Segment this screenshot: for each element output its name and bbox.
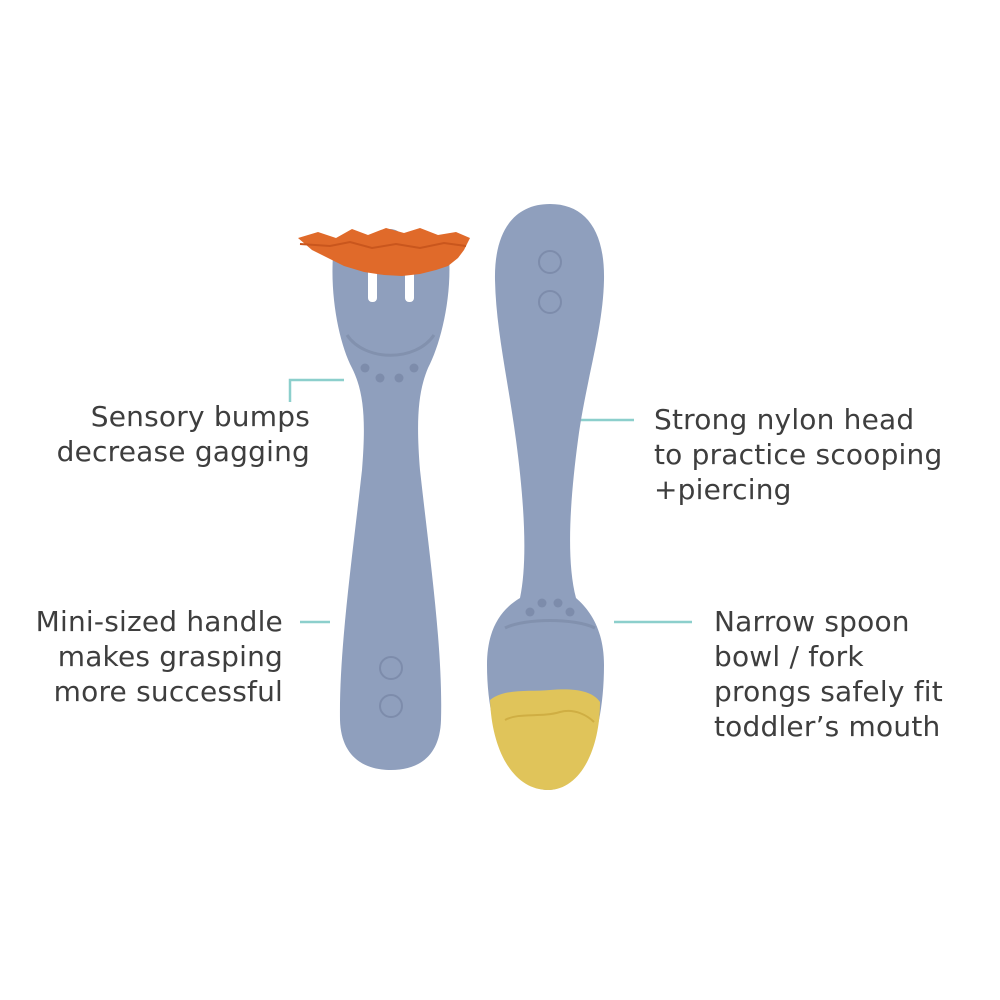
puree [490,689,600,790]
callout-narrow-spoon: Narrow spoon bowl / fork prongs safely f… [714,604,943,744]
leader-sensory-bumps [288,378,344,402]
spoon-body [487,204,605,790]
spoon-ezpz-logo [538,250,562,314]
fork-ezpz-logo [379,656,403,718]
callout-mini-handle: Mini-sized handle makes grasping more su… [36,604,283,709]
callout-line: Sensory bumps [90,400,310,433]
callout-line: decrease gagging [56,435,310,468]
callout-line: Mini-sized handle [35,605,283,638]
spoon [487,204,605,790]
spoon-sensory-bumps [525,598,575,617]
carrot-piece [298,228,470,276]
fork [298,228,470,770]
callout-line: to practice scooping [654,438,943,471]
carrot-edge [299,240,467,250]
callout-line: Narrow spoon [714,605,910,638]
fork-sensory-bumps [360,363,419,383]
puree-texture [504,710,595,723]
callout-line: +piercing [654,473,792,506]
callout-line: more successful [53,675,283,708]
fork-smile-ridge [345,334,436,357]
callout-nylon-head: Strong nylon head to practice scooping +… [654,402,942,507]
fork-body [332,229,450,770]
callout-line: bowl / fork [714,640,864,673]
spoon-bowl-ridge [504,619,596,630]
callout-line: Strong nylon head [654,403,915,436]
callout-sensory-bumps: Sensory bumps decrease gagging [57,399,310,469]
callout-line: prongs safely fit [714,675,943,708]
callout-line: makes grasping [57,640,283,673]
callout-line: toddler’s mouth [714,710,941,743]
